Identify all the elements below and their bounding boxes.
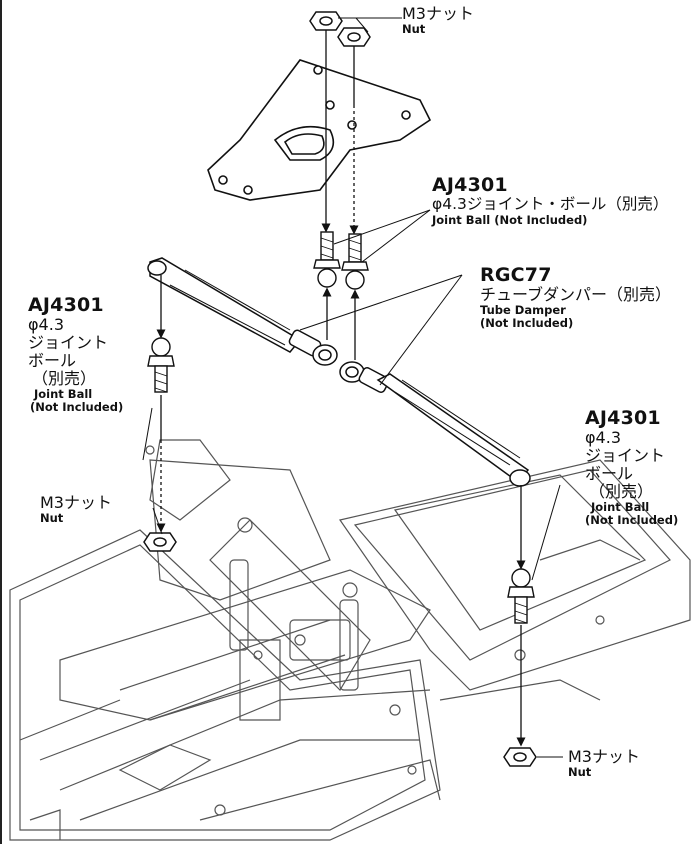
tube-damper-en2: (Not Included): [480, 316, 574, 331]
joint-ball-right-en1: Joint Ball: [591, 499, 650, 514]
nut-mid-left-en: Nut: [40, 510, 64, 525]
nut-bottom-right-label: M3ナット Nut: [568, 748, 640, 779]
chassis: [9, 439, 691, 841]
joint-ball-left-jp2: ジョイント: [28, 333, 109, 353]
joint-ball-left: [147, 337, 175, 393]
joint-ball-top-en: Joint Ball (Not Included): [432, 212, 588, 227]
joint-ball-right-jp2: ジョイント: [585, 446, 666, 466]
nut-top-right: [337, 27, 371, 47]
joint-ball-left-jp1: φ4.3: [28, 315, 64, 335]
nut-top-label-en: Nut: [402, 21, 426, 36]
joint-ball-right-jp4: （別売）: [589, 481, 654, 501]
nut-bottom-right-jp: M3ナット: [568, 747, 640, 766]
joint-ball-left-en2: (Not Included): [30, 399, 124, 414]
left-frame-line: [0, 0, 2, 844]
nut-mid-left-label: M3ナット Nut: [40, 494, 112, 525]
joint-ball-right-en2: (Not Included): [585, 512, 679, 527]
joint-ball-right-jp3: ボール: [585, 464, 634, 484]
joint-ball-left-en1: Joint Ball: [34, 386, 93, 401]
nut-top-left: [309, 11, 343, 31]
joint-ball-left-label: AJ4301 φ4.3 ジョイント ボール （別売） Joint Ball (N…: [28, 294, 124, 414]
nut-bottom-right: [503, 747, 537, 767]
joint-ball-right-label: AJ4301 φ4.3 ジョイント ボール （別売） Joint Ball (N…: [585, 407, 679, 527]
nut-top-label-jp: M3ナット: [402, 4, 474, 23]
tube-damper-en1: Tube Damper: [480, 303, 566, 318]
nut-mid-left: [143, 532, 177, 552]
tube-damper-jp: チューブダンパー（別売）: [480, 285, 672, 305]
nut-bottom-right-en: Nut: [568, 764, 592, 779]
joint-ball-left-jp3: ボール: [28, 351, 77, 371]
tube-damper-label: RGC77 チューブダンパー（別売） Tube Damper (Not Incl…: [480, 264, 672, 331]
joint-ball-left-jp4: （別売）: [32, 368, 97, 388]
assembly-arrows: [156, 30, 526, 747]
joint-ball-top-jp: φ4.3ジョイント・ボール（別売）: [432, 195, 669, 214]
tube-damper-code: RGC77: [480, 264, 552, 286]
joint-ball-top-right: [341, 233, 369, 290]
joint-ball-left-code: AJ4301: [28, 294, 104, 316]
joint-ball-top-left: [313, 231, 341, 288]
joint-ball-right-code: AJ4301: [585, 407, 661, 429]
joint-ball-right-jp1: φ4.3: [585, 428, 621, 448]
joint-ball-right: [507, 568, 535, 624]
leader-lines: [142, 17, 563, 758]
joint-ball-top-code: AJ4301: [432, 174, 508, 196]
top-bracket-plate: [207, 59, 432, 201]
nut-mid-left-jp: M3ナット: [40, 493, 112, 512]
tube-damper: [147, 257, 531, 487]
joint-ball-top-label: AJ4301 φ4.3ジョイント・ボール（別売） Joint Ball (Not…: [432, 174, 669, 227]
nut-top-label: M3ナット Nut: [402, 5, 474, 36]
